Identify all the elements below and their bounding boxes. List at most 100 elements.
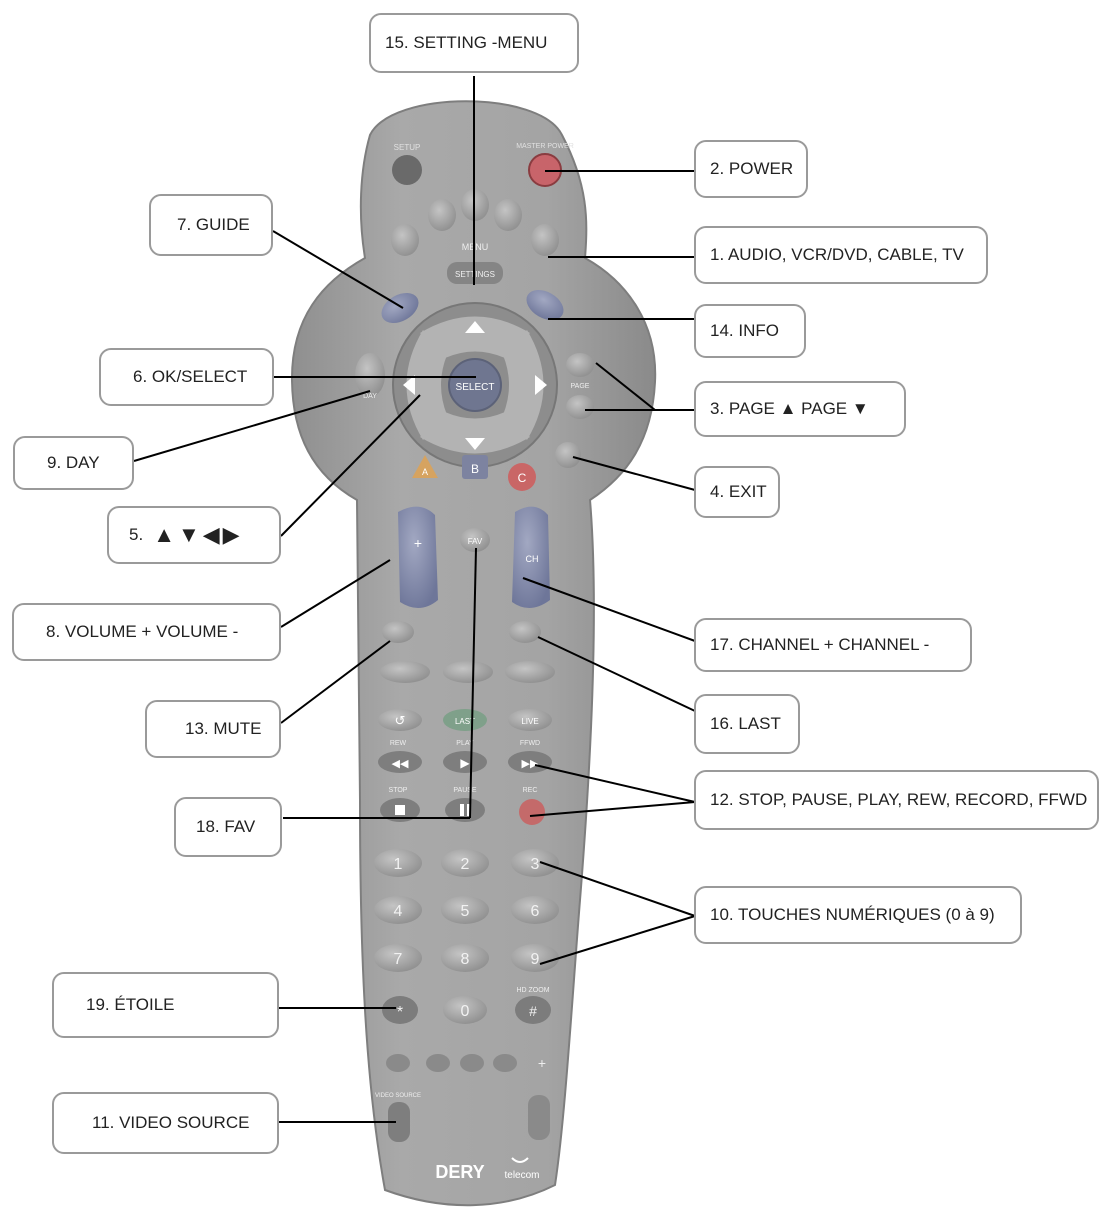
tv-mode-button[interactable] bbox=[531, 224, 559, 256]
callout-etoile: 19. ÉTOILE bbox=[52, 972, 279, 1038]
c-button-label: C bbox=[518, 471, 527, 485]
num-1-label: 1 bbox=[394, 856, 403, 873]
callout-fav-label: 18. FAV bbox=[196, 817, 255, 837]
d-pad: SELECT bbox=[393, 303, 557, 467]
cable-mode-button[interactable] bbox=[494, 199, 522, 231]
callout-day-label: 9. DAY bbox=[47, 453, 100, 473]
callout-power: 2. POWER bbox=[694, 140, 808, 198]
callout-numeric-label: 10. TOUCHES NUMÉRIQUES (0 à 9) bbox=[710, 905, 995, 925]
callout-numeric: 10. TOUCHES NUMÉRIQUES (0 à 9) bbox=[694, 886, 1022, 944]
stop-label: STOP bbox=[389, 787, 408, 794]
callout-page-label: 3. PAGE ▲ PAGE ▼ bbox=[710, 399, 869, 419]
mute-button[interactable] bbox=[382, 621, 414, 643]
extra-mode-button[interactable] bbox=[391, 224, 419, 256]
hd-zoom-label: HD ZOOM bbox=[516, 987, 549, 994]
rew-icon: ◀◀ bbox=[392, 757, 409, 770]
bottom-button-2[interactable] bbox=[426, 1054, 450, 1072]
a-button-label: A bbox=[422, 467, 428, 477]
num-6-label: 6 bbox=[531, 903, 540, 920]
page-up-button[interactable] bbox=[566, 353, 594, 377]
num-4-label: 4 bbox=[394, 903, 403, 920]
callout-last-label: 16. LAST bbox=[710, 714, 781, 734]
num-7-label: 7 bbox=[394, 951, 403, 968]
bottom-button-4[interactable] bbox=[493, 1054, 517, 1072]
callout-video-source-label: 11. VIDEO SOURCE bbox=[92, 1113, 249, 1133]
rew-label: REW bbox=[390, 740, 407, 747]
function-button-2[interactable] bbox=[443, 661, 493, 683]
day-button-label: DAY bbox=[363, 393, 377, 400]
num-3-label: 3 bbox=[531, 856, 540, 873]
pause-label: PAUSE bbox=[453, 787, 477, 794]
brand-logo: DERY bbox=[435, 1162, 484, 1182]
callout-guide: 7. GUIDE bbox=[149, 194, 273, 256]
volume-plus-icon: + bbox=[414, 535, 422, 551]
channel-label: CH bbox=[526, 554, 539, 564]
callout-ok-select: 6. OK/SELECT bbox=[99, 348, 274, 406]
callout-arrows: 5. ▲▼◀▶ bbox=[107, 506, 281, 564]
callout-volume-label: 8. VOLUME + VOLUME - bbox=[46, 622, 238, 642]
callout-info-label: 14. INFO bbox=[710, 321, 779, 341]
setup-button[interactable] bbox=[392, 155, 422, 185]
ch-side-button[interactable] bbox=[528, 1095, 550, 1140]
callout-channel: 17. CHANNEL + CHANNEL - bbox=[694, 618, 972, 672]
audio-mode-button[interactable] bbox=[428, 199, 456, 231]
volume-rocker[interactable] bbox=[398, 507, 438, 608]
callout-mute: 13. MUTE bbox=[145, 700, 281, 758]
pause-icon bbox=[460, 804, 464, 816]
fav-button-label: FAV bbox=[468, 537, 483, 546]
page-label: PAGE bbox=[571, 383, 590, 390]
brand-suffix: telecom bbox=[504, 1170, 539, 1181]
callout-volume: 8. VOLUME + VOLUME - bbox=[12, 603, 281, 661]
callout-transport: 12. STOP, PAUSE, PLAY, REW, RECORD, FFWD bbox=[694, 770, 1099, 830]
live-button-label: LIVE bbox=[521, 717, 538, 726]
rec-label: REC bbox=[523, 787, 538, 794]
ffwd-label: FFWD bbox=[520, 740, 540, 747]
num-2-label: 2 bbox=[461, 856, 470, 873]
function-button-3[interactable] bbox=[505, 661, 555, 683]
page-down-button[interactable] bbox=[566, 395, 594, 419]
back-icon: ↺ bbox=[395, 714, 406, 729]
b-button-label: B bbox=[471, 462, 479, 476]
setup-button-label: SETUP bbox=[394, 143, 421, 152]
video-source-button-label: VIDEO SOURCE bbox=[375, 1093, 421, 1099]
record-button[interactable] bbox=[519, 799, 545, 825]
callout-exit: 4. EXIT bbox=[694, 466, 780, 518]
function-button-1[interactable] bbox=[380, 661, 430, 683]
callout-last: 16. LAST bbox=[694, 694, 800, 754]
bottom-button-3[interactable] bbox=[460, 1054, 484, 1072]
power-button-label: MASTER POWER bbox=[516, 143, 574, 150]
callout-mute-label: 13. MUTE bbox=[185, 719, 262, 739]
callout-page: 3. PAGE ▲ PAGE ▼ bbox=[694, 381, 906, 437]
day-button[interactable] bbox=[355, 353, 385, 397]
callout-transport-label: 12. STOP, PAUSE, PLAY, REW, RECORD, FFWD bbox=[710, 790, 1087, 810]
callout-exit-label: 4. EXIT bbox=[710, 482, 767, 502]
num-5-label: 5 bbox=[461, 903, 470, 920]
select-button-label: SELECT bbox=[456, 382, 495, 393]
callout-fav: 18. FAV bbox=[174, 797, 282, 857]
plus-icon: + bbox=[538, 1055, 546, 1071]
callout-channel-label: 17. CHANNEL + CHANNEL - bbox=[710, 635, 929, 655]
callout-ok-select-label: 6. OK/SELECT bbox=[133, 367, 247, 387]
star-label: * bbox=[397, 1004, 403, 1021]
play-icon: ▶ bbox=[460, 756, 470, 770]
callout-arrows-number: 5. bbox=[129, 525, 143, 545]
callout-power-label: 2. POWER bbox=[710, 159, 793, 179]
exit-button[interactable] bbox=[555, 442, 581, 468]
bottom-button-1[interactable] bbox=[386, 1054, 410, 1072]
callout-setting-menu: 15. SETTING -MENU bbox=[369, 13, 579, 73]
num-9-label: 9 bbox=[531, 951, 540, 968]
callout-info: 14. INFO bbox=[694, 304, 806, 358]
num-8-label: 8 bbox=[461, 951, 470, 968]
callout-etoile-label: 19. ÉTOILE bbox=[86, 995, 175, 1015]
callout-modes: 1. AUDIO, VCR/DVD, CABLE, TV bbox=[694, 226, 988, 284]
num-0-label: 0 bbox=[461, 1003, 470, 1020]
stop-icon bbox=[395, 805, 405, 815]
hash-label: # bbox=[529, 1003, 537, 1019]
callout-arrows-icons: ▲▼◀▶ bbox=[153, 522, 242, 548]
callout-day: 9. DAY bbox=[13, 436, 134, 490]
last-button[interactable] bbox=[509, 621, 541, 643]
callout-setting-menu-label: 15. SETTING -MENU bbox=[385, 33, 547, 53]
ffwd-icon: ▶▶ bbox=[522, 757, 539, 770]
callout-video-source: 11. VIDEO SOURCE bbox=[52, 1092, 279, 1154]
